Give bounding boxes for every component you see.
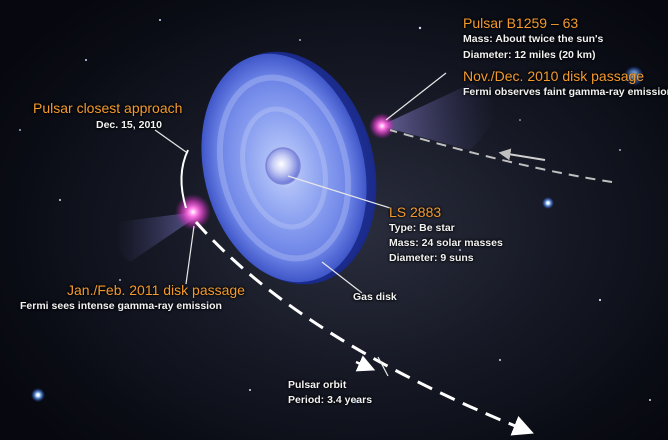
janfeb-title: Jan./Feb. 2011 disk passage xyxy=(67,282,245,298)
ls2883-star xyxy=(265,147,301,185)
pulsar-glow-novdec xyxy=(369,113,395,139)
orbit-incoming-arrow xyxy=(498,148,546,161)
pulsar-title: Pulsar B1259 – 63 xyxy=(463,15,579,31)
orbit-title: Pulsar orbit xyxy=(288,379,347,391)
pulsar-mass: Mass: About twice the sun's xyxy=(463,33,604,45)
ls2883-diameter: Diameter: 9 suns xyxy=(389,252,474,264)
orbit-incoming xyxy=(389,129,613,183)
plume-right xyxy=(380,84,495,150)
closest-approach-date: Dec. 15, 2010 xyxy=(96,119,162,131)
leader-lines xyxy=(154,72,447,377)
orbit-mid-arrow xyxy=(355,355,376,372)
novdec-note: Fermi observes faint gamma-ray emission xyxy=(463,86,668,98)
janfeb-note: Fermi sees intense gamma-ray emission xyxy=(20,300,222,312)
pulsar-glow-janfeb xyxy=(175,194,211,230)
plume-left xyxy=(115,212,195,262)
ls2883-type: Type: Be star xyxy=(389,222,455,234)
gas-disk-label: Gas disk xyxy=(353,291,397,303)
ls2883-mass: Mass: 24 solar masses xyxy=(389,237,503,249)
orbit-period: Period: 3.4 years xyxy=(288,394,373,406)
closest-approach-title: Pulsar closest approach xyxy=(33,100,183,116)
orbit-outgoing xyxy=(194,221,534,436)
ls2883-title: LS 2883 xyxy=(389,204,442,220)
pulsar-diameter: Diameter: 12 miles (20 km) xyxy=(463,49,596,61)
background-stars xyxy=(19,19,651,404)
novdec-title: Nov./Dec. 2010 disk passage xyxy=(463,68,645,84)
orbit-periastron xyxy=(180,149,189,209)
